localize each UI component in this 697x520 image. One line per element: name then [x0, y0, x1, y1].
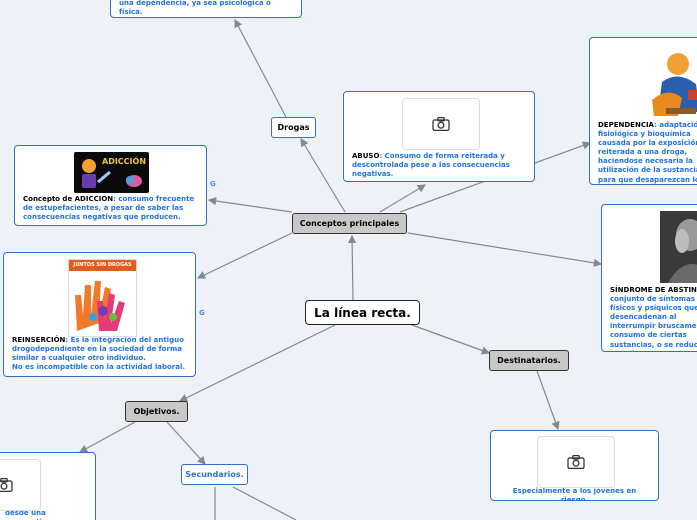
term-text: : Consumo de forma reiterada y descontro…: [352, 152, 510, 179]
reinsercion-image: JUNTOS SIN DROGAS: [68, 259, 137, 337]
term-label: Concepto de ADICCION: [23, 195, 114, 203]
card-text: desde una prespectiva: [5, 509, 51, 520]
image-placeholder: [402, 98, 480, 150]
google-icon: G: [210, 180, 216, 188]
node-label: Secundarios.: [185, 470, 244, 479]
google-icon: G: [199, 309, 205, 317]
adiccion-card[interactable]: ADICCIÓN Concepto de ADICCION: consumo f…: [14, 145, 207, 226]
node-objetivos[interactable]: Objetivos.: [125, 401, 188, 422]
sindrome-photo: [660, 211, 697, 283]
adiccion-image: ADICCIÓN: [74, 152, 149, 193]
term-text: : consumo frecuente de estupefacientes, …: [23, 195, 195, 222]
node-label: Conceptos principales: [299, 219, 400, 228]
node-label: Destinatarios.: [497, 356, 561, 365]
drogas-definition-card[interactable]: una dependencia, ya sea psicológica o fí…: [110, 0, 302, 18]
adiccion-illustration: [82, 159, 142, 188]
reinsercion-card[interactable]: JUNTOS SIN DROGAS REINSERCIÓN: Es la int…: [3, 252, 196, 377]
objetivos-card[interactable]: desde una prespectiva: [0, 452, 96, 520]
camera-icon: [567, 454, 585, 470]
image-title: ADICCIÓN: [102, 157, 147, 166]
camera-icon: [432, 116, 450, 132]
term-label: ABUSO: [352, 152, 380, 160]
term-text: : adaptación fisiológica y bioquímica ca…: [598, 121, 697, 184]
destinatarios-card[interactable]: Especialmente a los jóvenes en riesgo.: [490, 430, 659, 501]
term-text: : Es la integración del antiguo drogodep…: [12, 336, 184, 363]
node-label: Drogas: [277, 123, 310, 132]
image-title: JUNTOS SIN DROGAS: [73, 262, 132, 268]
node-drogas[interactable]: Drogas: [271, 117, 316, 138]
node-label: Objetivos.: [133, 407, 180, 416]
dependencia-illustration: [648, 46, 697, 118]
term-label: DEPENDENCIA: [598, 121, 655, 129]
central-topic-label: La línea recta.: [314, 305, 411, 320]
node-destinatarios[interactable]: Destinatarios.: [489, 350, 569, 371]
term-label: REINSERCIÓN: [12, 336, 66, 344]
card-text: una dependencia, ya sea psicológica o fí…: [119, 0, 271, 17]
camera-icon: [0, 477, 13, 493]
node-secundarios[interactable]: Secundarios.: [181, 464, 248, 485]
term-label: SÍNDROME DE ABSTINENCIA: [610, 286, 697, 294]
dependencia-card[interactable]: DEPENDENCIA: adaptación fisiológica y bi…: [589, 37, 697, 185]
hands-illustration: [75, 280, 125, 331]
image-banner: JUNTOS SIN DROGAS: [69, 260, 136, 271]
card-text: Especialmente a los jóvenes en riesgo.: [512, 487, 637, 501]
term-text-2: No es incompatible con la actividad labo…: [12, 363, 186, 372]
node-conceptos-principales[interactable]: Conceptos principales: [292, 213, 407, 234]
abuso-card[interactable]: ABUSO: Consumo de forma reiterada y desc…: [343, 91, 535, 182]
image-placeholder: [0, 459, 41, 511]
sindrome-card[interactable]: SÍNDROME DE ABSTINENCIA conjunto de sínt…: [601, 204, 697, 352]
central-topic[interactable]: La línea recta.: [305, 300, 420, 325]
image-placeholder: [537, 436, 615, 488]
term-text: conjunto de síntomas físicos y psíquicos…: [610, 295, 697, 351]
